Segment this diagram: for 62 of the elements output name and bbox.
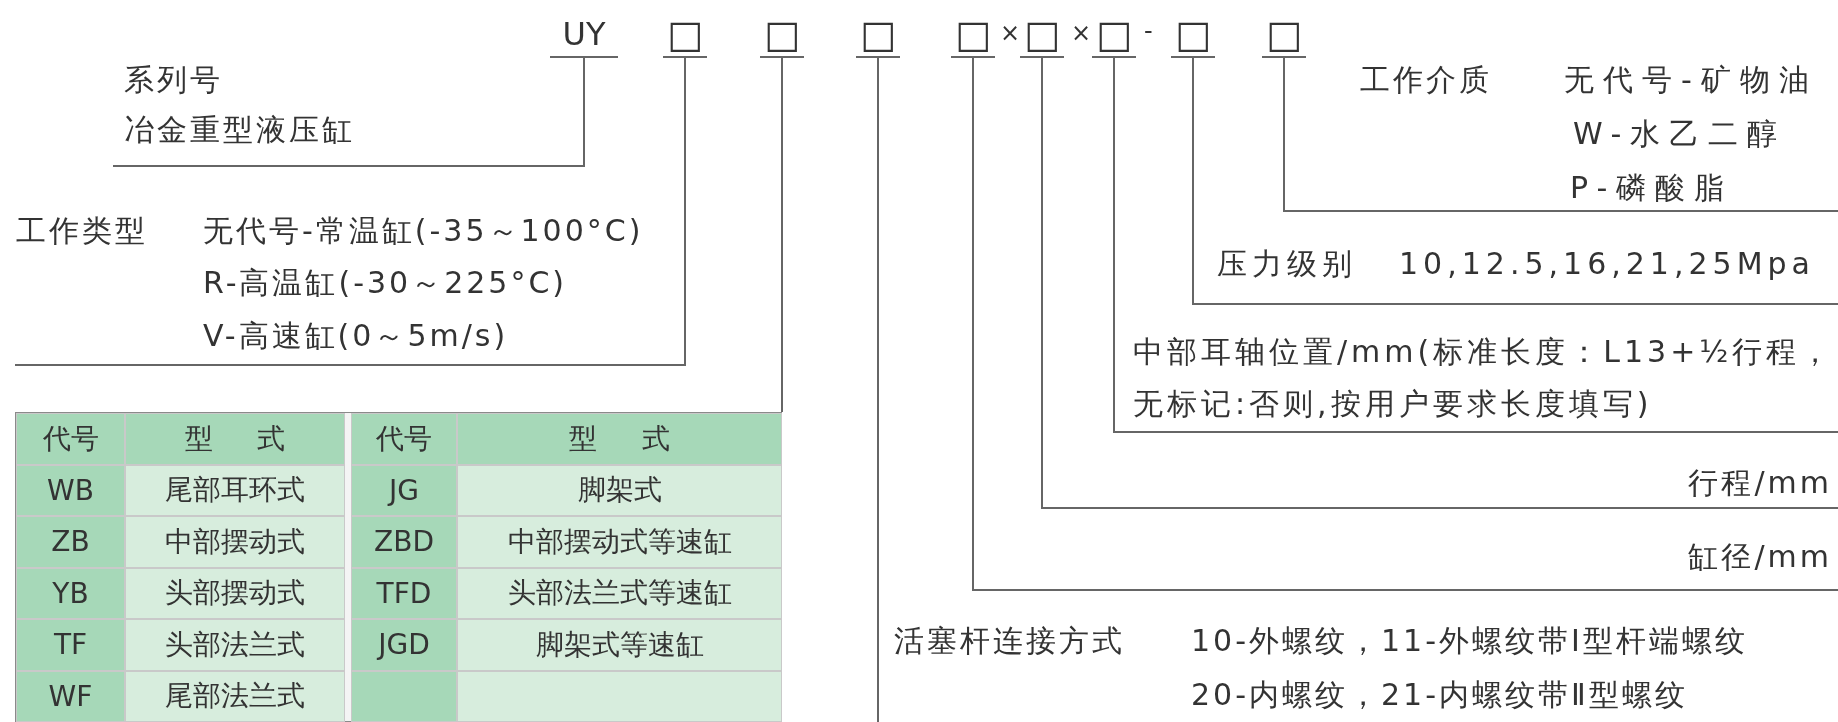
answer-box: □ (951, 12, 995, 58)
leader-line (1113, 57, 1838, 433)
type-cell: 中部摆动式 (125, 516, 345, 568)
type-cell: 脚架式 (457, 464, 782, 516)
option-text: 20-内螺纹，21-内螺纹带Ⅱ型螺纹 (1191, 677, 1688, 713)
answer-box: □ (1171, 12, 1215, 58)
leader-line (877, 57, 879, 722)
type-table (15, 412, 782, 722)
type-cell: 中部摆动式等速缸 (457, 516, 782, 568)
code-cell: WF (16, 670, 125, 722)
option-text: P-磷酸脂 (1570, 170, 1734, 206)
leader-line (1041, 57, 1838, 509)
option-text: 无代号-矿物油 (1564, 62, 1818, 98)
option-text: W-水乙二醇 (1573, 116, 1787, 152)
type-cell: 脚架式等速缸 (457, 619, 782, 671)
answer-box: □ (1092, 12, 1136, 58)
code-cell: WB (16, 464, 125, 516)
type-cell: 头部法兰式等速缸 (457, 567, 782, 619)
leader-line (972, 57, 1838, 591)
code-cell: JGD (351, 619, 457, 671)
separator-sign: - (1144, 16, 1153, 46)
field-heading: 工作类型 (16, 213, 148, 249)
option-text: 中部耳轴位置/mm(标准长度：L13+½行程，无标记:否则,按用户要求长度填写) (1133, 333, 1836, 423)
answer-box: □ (760, 12, 804, 58)
option-text: V-高速缸(0～5m/s) (203, 318, 509, 354)
type-cell: 头部摆动式 (125, 567, 345, 619)
header-cell: 代号 (16, 413, 125, 465)
answer-box: □ (856, 12, 900, 58)
field-heading: 工作介质 (1360, 62, 1492, 98)
leader-line (781, 57, 783, 413)
code-cell: TFD (351, 567, 457, 619)
separator-sign: × (1000, 18, 1021, 48)
option-text: 10,12.5,16,21,25Mpa (1399, 246, 1815, 282)
field-heading: 活塞杆连接方式 (894, 623, 1125, 659)
code-cell: ZB (16, 516, 125, 568)
type-cell: 头部法兰式 (125, 619, 345, 671)
option-text: 冶金重型液压缸 (124, 112, 355, 148)
header-cell: 型式 (457, 413, 782, 465)
answer-box: □ (663, 12, 707, 58)
header-cell: 代号 (351, 413, 457, 465)
code-cell: ZBD (351, 516, 457, 568)
field-heading: 系列号 (124, 62, 223, 98)
option-text: 缸径/mm (1688, 539, 1832, 575)
option-text: 10-外螺纹，11-外螺纹带Ⅰ型杆端螺纹 (1191, 623, 1748, 659)
header-cell: 型式 (125, 413, 345, 465)
type-cell: 尾部耳环式 (125, 464, 345, 516)
option-text: R-高温缸(-30～225°C) (203, 265, 568, 301)
code-cell: JG (351, 464, 457, 516)
answer-box: □ (1262, 12, 1306, 58)
option-text: 无代号-常温缸(-35～100°C) (203, 213, 644, 249)
code-cell: YB (16, 567, 125, 619)
leader-line (112, 57, 585, 167)
answer-box: □ (1020, 12, 1064, 58)
code-letters: UY (550, 12, 618, 58)
option-text: 行程/mm (1688, 465, 1832, 501)
separator-sign: × (1071, 18, 1092, 48)
field-heading: 压力级别 (1217, 246, 1357, 282)
type-cell: 尾部法兰式 (125, 670, 345, 722)
leader-line (1283, 57, 1838, 212)
leader-line (14, 57, 686, 366)
leader-line (1192, 57, 1838, 305)
code-cell: TF (16, 619, 125, 671)
